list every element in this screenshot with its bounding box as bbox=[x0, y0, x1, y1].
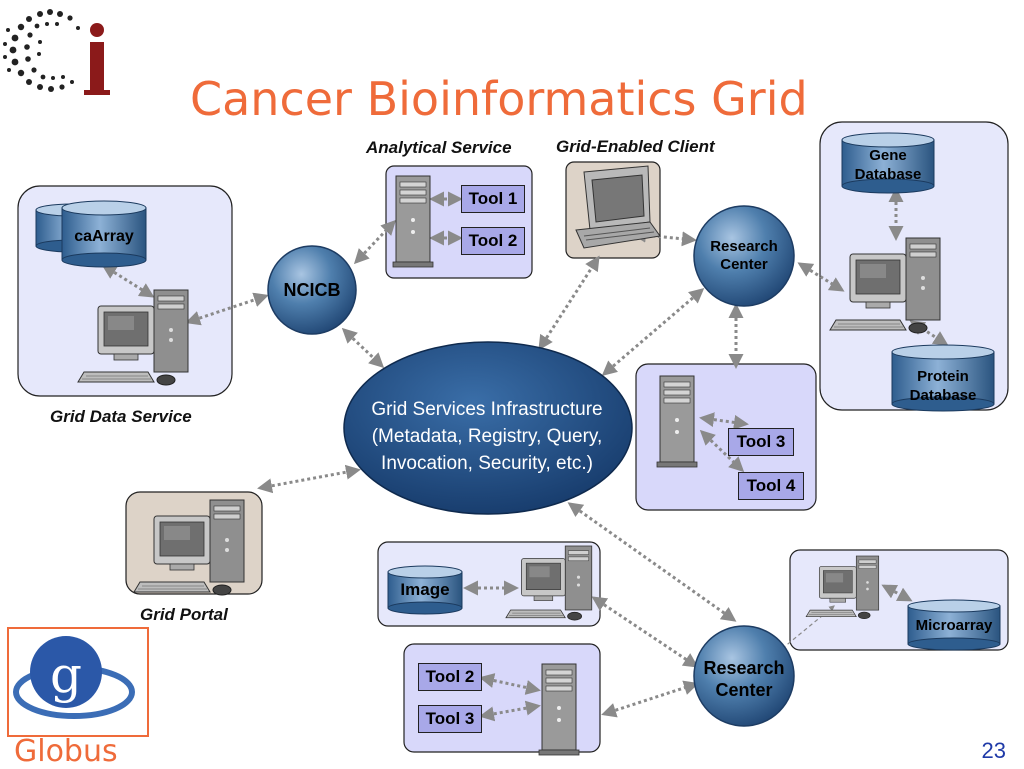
infrastructure-line-3: Invocation, Security, etc.) bbox=[381, 453, 593, 474]
bottom-tool-2: Tool 2 bbox=[418, 663, 482, 691]
grid-services-infrastructure-label: Grid Services Infrastructure (Metadata, … bbox=[342, 396, 632, 477]
ncicb-node bbox=[267, 245, 357, 335]
gene-database-line1: Gene bbox=[869, 147, 907, 164]
connector-client-infra bbox=[538, 255, 600, 351]
analytical-server-icon bbox=[392, 175, 434, 268]
gene-database-line2: Database bbox=[854, 166, 922, 183]
globus-logo: g bbox=[7, 627, 149, 737]
page-number: 23 bbox=[981, 738, 1006, 763]
connector-research-pc bbox=[797, 262, 845, 292]
grid-data-service-caption: Grid Data Service bbox=[50, 407, 192, 426]
image-database bbox=[387, 565, 463, 615]
analytical-service-caption: Analytical Service bbox=[366, 138, 512, 157]
grid-enabled-client-laptop-icon bbox=[575, 165, 661, 249]
bottom-tools-server-icon bbox=[538, 663, 580, 756]
ci-logo bbox=[3, 9, 110, 95]
caarray-database bbox=[35, 200, 147, 268]
globus-text: Globus bbox=[14, 734, 118, 769]
connector-ncicb-data bbox=[185, 292, 269, 326]
research-center-bottom-label: Research Center bbox=[703, 658, 785, 700]
slide-title: Cancer Bioinformatics Grid bbox=[190, 72, 808, 126]
bottom-tool-3: Tool 3 bbox=[418, 705, 482, 733]
research-center-bottom-node bbox=[693, 625, 795, 727]
tools-server-icon bbox=[656, 375, 698, 468]
image-label: Image bbox=[400, 580, 450, 599]
gene-database bbox=[841, 132, 935, 194]
research-center-top-label: Research Center bbox=[710, 238, 778, 273]
gene-database-label: Gene Database bbox=[842, 146, 934, 184]
connector-tools-research bbox=[601, 680, 699, 718]
protein-database-label: Protein Database bbox=[892, 367, 994, 405]
grid-services-infrastructure-node bbox=[343, 341, 633, 515]
center-tool-3: Tool 3 bbox=[728, 428, 794, 456]
connector-microarray bbox=[881, 584, 913, 602]
grid-enabled-client-caption: Grid-Enabled Client bbox=[556, 137, 715, 156]
ncicb-label: NCICB bbox=[283, 280, 341, 300]
connector-infra-research bbox=[601, 288, 705, 376]
connectors bbox=[101, 187, 949, 722]
analytical-tool-2: Tool 2 bbox=[461, 227, 525, 255]
protein-database bbox=[891, 344, 995, 412]
protein-database-line2: Database bbox=[909, 387, 977, 404]
grid-portal-caption: Grid Portal bbox=[140, 605, 228, 624]
analytical-tool-1: Tool 1 bbox=[461, 185, 525, 213]
caarray-label: caArray bbox=[74, 228, 134, 245]
connector-tool3 bbox=[699, 412, 749, 430]
microarray-database bbox=[907, 599, 1001, 651]
connector-client-research bbox=[631, 227, 697, 247]
connector-ncicb-infra bbox=[341, 327, 385, 369]
microarray-label: Microarray bbox=[915, 617, 993, 634]
connector-portal-infra bbox=[257, 464, 361, 494]
connector-image-research bbox=[591, 596, 699, 668]
protein-database-line1: Protein bbox=[917, 368, 969, 385]
research-center-top-node bbox=[693, 205, 795, 307]
infrastructure-line-1: Grid Services Infrastructure bbox=[371, 399, 603, 420]
svg-text:g: g bbox=[50, 646, 82, 704]
infrastructure-line-2: (Metadata, Registry, Query, bbox=[371, 426, 603, 447]
center-tool-4: Tool 4 bbox=[738, 472, 804, 500]
